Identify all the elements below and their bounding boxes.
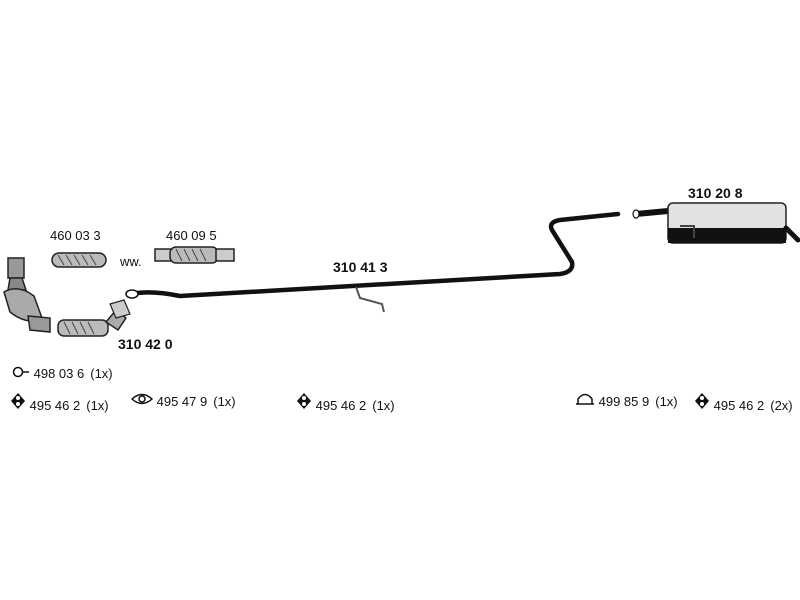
label-alternative: ww. [120, 254, 142, 269]
legend-quantity: (1x) [372, 398, 395, 413]
rubber-hanger-icon [297, 393, 311, 409]
legend-part-number: 495 46 2 [713, 398, 765, 413]
label-middle-pipe: 310 41 3 [333, 259, 388, 275]
legend-quantity: (1x) [213, 394, 236, 409]
clamp-ring-icon [12, 366, 29, 378]
front-pipe-310420 [57, 299, 131, 337]
legend-item: 495 46 2 (1x) [10, 392, 109, 413]
u-clamp-icon [576, 393, 594, 405]
legend-part-number: 495 47 9 [156, 394, 208, 409]
flex-pipe-460095 [154, 246, 235, 264]
catalytic-converter [3, 257, 51, 333]
legend-quantity: (1x) [86, 398, 109, 413]
rubber-hanger-icon [11, 393, 25, 409]
rear-muffler-310208 [632, 202, 800, 244]
legend-quantity: (2x) [770, 398, 793, 413]
legend-item: 495 46 2 (1x) [296, 392, 395, 413]
legend-quantity: (1x) [90, 366, 113, 381]
label-flex-pipe-b: 460 09 5 [166, 228, 217, 243]
legend-item: 495 46 2 (2x) [694, 392, 793, 413]
legend-part-number: 498 03 6 [33, 366, 85, 381]
legend-item: 495 47 9 (1x) [130, 392, 236, 409]
legend-part-number: 495 46 2 [315, 398, 367, 413]
label-front-pipe: 310 42 0 [118, 336, 173, 352]
legend-item: 498 03 6 (1x) [10, 366, 113, 381]
flex-pipe-460033 [51, 252, 107, 268]
legend-part-number: 499 85 9 [598, 394, 650, 409]
flange-gasket-icon [130, 393, 154, 405]
legend-quantity: (1x) [655, 394, 678, 409]
legend-part-number: 495 46 2 [29, 398, 81, 413]
legend-item: 499 85 9 (1x) [575, 392, 678, 409]
label-flex-pipe-a: 460 03 3 [50, 228, 101, 243]
rubber-hanger-icon [695, 393, 709, 409]
label-rear-muffler: 310 20 8 [688, 185, 743, 201]
middle-pipe-310413 [125, 211, 621, 313]
